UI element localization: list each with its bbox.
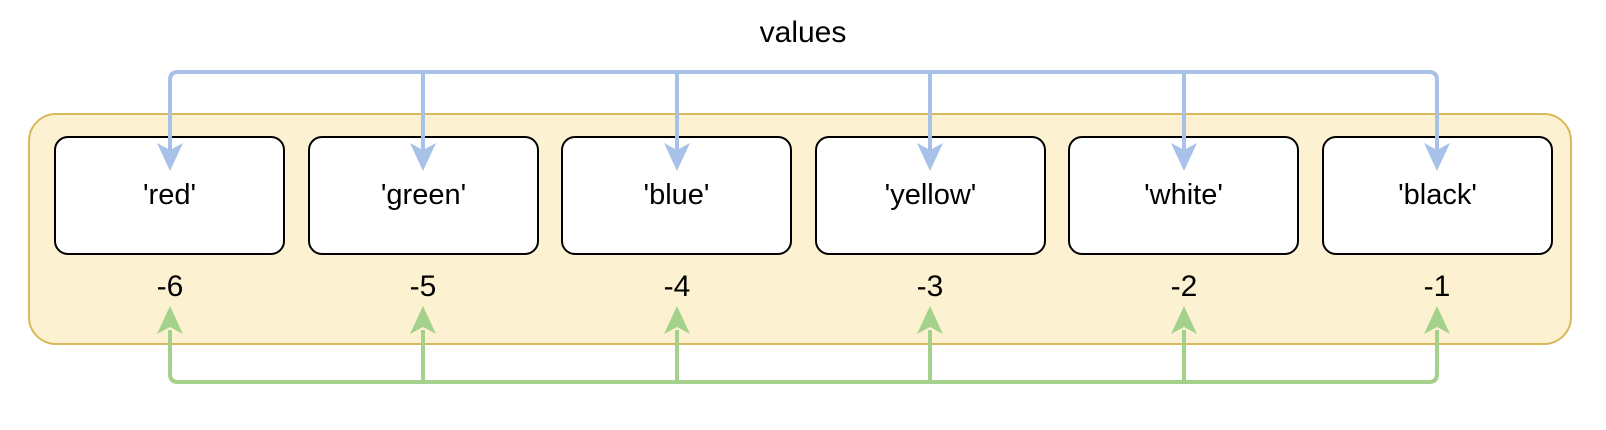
list-item-value: 'yellow' — [884, 179, 977, 211]
list-item: 'white' — [1068, 136, 1299, 255]
list-item-value: 'red' — [143, 179, 196, 211]
index-label: -3 — [916, 270, 944, 303]
list-item: 'black' — [1322, 136, 1553, 255]
list-item-value: 'green' — [380, 179, 467, 211]
list-item: 'blue' — [561, 136, 792, 255]
list-container — [28, 113, 1572, 345]
list-item-value: 'blue' — [643, 179, 710, 211]
list-item-value: 'white' — [1144, 179, 1223, 211]
list-item: 'yellow' — [815, 136, 1046, 255]
index-label: -5 — [409, 270, 437, 303]
list-name-label: values — [759, 16, 847, 49]
index-label: -2 — [1170, 270, 1198, 303]
list-item-value: 'black' — [1398, 179, 1477, 211]
list-item: 'red' — [54, 136, 285, 255]
index-label: -4 — [663, 270, 691, 303]
index-label: -6 — [156, 270, 184, 303]
list-item: 'green' — [308, 136, 539, 255]
index-label: -1 — [1423, 270, 1451, 303]
